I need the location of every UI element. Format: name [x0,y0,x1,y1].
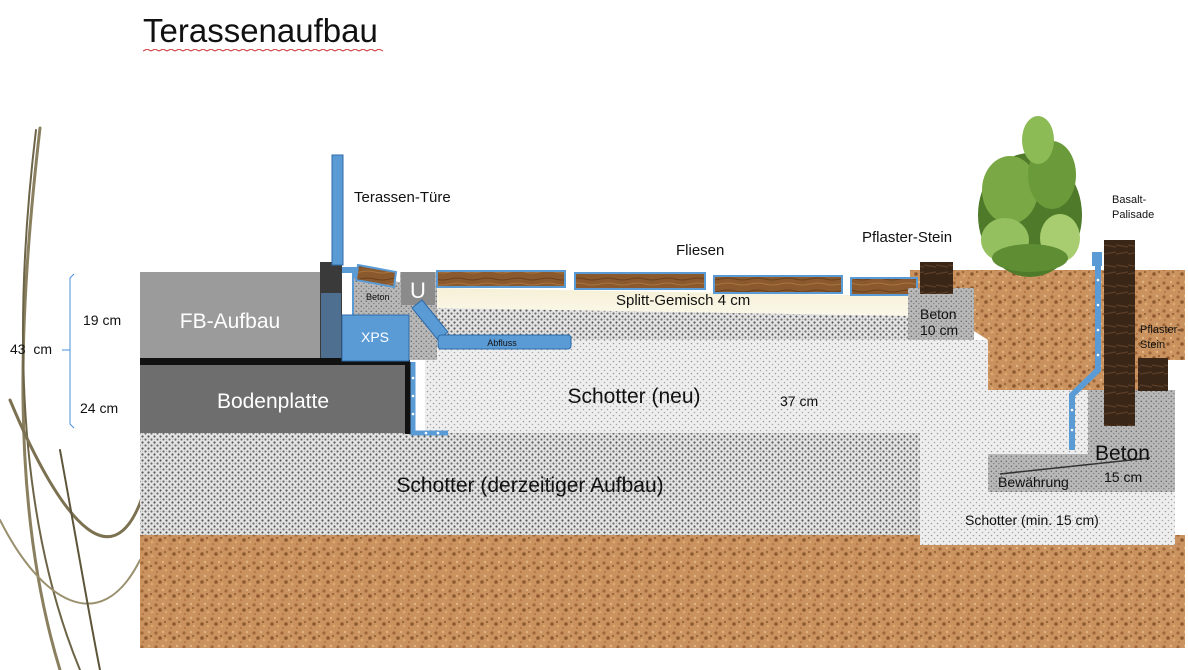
concrete-small [354,278,400,315]
dimension-bracket [62,273,75,429]
label-xps: XPS [361,329,389,345]
gravel-existing-layer [140,433,920,535]
label-fb: FB-Aufbau [180,310,280,333]
label-concrete-right-depth: 15 cm [1104,469,1142,485]
concrete-mid [908,288,974,340]
label-palisade-2: Palisade [1112,209,1154,221]
label-grit: Splitt-Gemisch 4 cm [616,292,750,309]
page-title: Terassenaufbau [143,12,378,49]
slab-layer [140,365,407,433]
basalt-palisade [1104,240,1135,426]
label-gravel-new: Schotter (neu) [567,385,700,408]
label-u-profile: U [410,278,426,303]
palisade-seal-anchors [1070,278,1100,432]
spellcheck-underline [143,49,383,52]
label-tiles: Fliesen [676,242,724,259]
label-palisade-1: Basalt- [1112,194,1147,206]
seal-anchors [411,376,440,435]
dimension-total: 43 cm [10,341,52,357]
label-gravel-existing: Schotter (derzeitiger Aufbau) [396,474,663,497]
paver-stone-left [920,262,953,294]
drain-pipe [437,334,572,350]
label-gravel-min: Schotter (min. 15 cm) [965,512,1099,528]
label-paver-left: Pflaster-Stein [862,229,952,246]
palisade-fixing [1092,252,1102,266]
label-concrete-mid-2: 10 cm [920,322,958,338]
fb-layer [140,272,320,358]
label-depth-37: 37 cm [780,393,818,409]
label-concrete-mid-1: Beton [920,306,957,322]
label-paver-right-2: Stein [1140,339,1165,351]
label-door: Terassen-Türe [354,189,451,206]
slab-right-edge [405,362,411,434]
label-concrete-small: Beton [366,292,390,302]
u-profile-box [401,272,435,305]
grass-strands-decoration [0,126,152,670]
door-frame [321,293,341,358]
palisade-seal [1069,255,1101,450]
soil-layer [140,535,1185,648]
seal-membrane [410,362,448,436]
paver-stone-right [1138,358,1168,391]
slab-edge [140,358,410,365]
grit-layer [437,288,915,316]
label-slab: Bodenplatte [217,390,329,413]
xps-insulation [341,314,410,362]
label-drain: Abfluss [487,338,517,348]
label-concrete-right: Beton [1095,442,1150,465]
dimension-lower: 24 cm [80,400,118,416]
label-reinforcement: Bewährung [998,474,1069,490]
door-profile [331,154,344,266]
gravel-upper [437,308,915,340]
reinforcement-bar [999,457,1151,475]
tiles-row [354,263,918,296]
shrub-image [978,116,1082,277]
drain-elbow [411,299,449,341]
label-paver-right-1: Pflaster- [1140,324,1181,336]
dimension-upper: 19 cm [83,312,121,328]
